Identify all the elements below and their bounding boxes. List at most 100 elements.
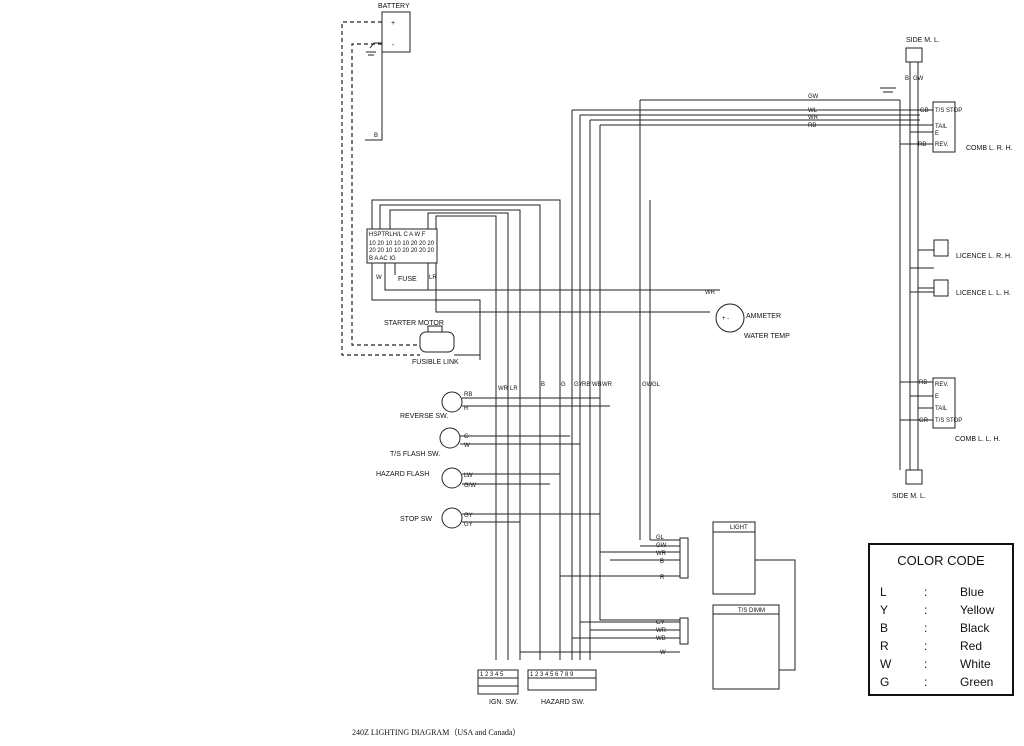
color-code-row: W : White [880,657,991,671]
starter-motor: STARTER MOTOR FUSIBLE LINK [384,320,470,366]
svg-text:WR: WR [808,115,819,121]
svg-text:GL: GL [652,382,661,388]
battery-minus-label: - [392,42,395,49]
svg-text:+ -: + - [722,316,729,322]
svg-text:TAIL: TAIL [935,124,948,130]
stop-switch: STOP SW GY GY [400,507,680,621]
licence-lh-label: LICENCE L. L. H. [956,290,1011,297]
battery: BATTERY + - [366,3,411,56]
light-switch-connector: LIGHT [679,521,756,595]
reverse-switch: REVERSE SW. RB R [400,391,610,420]
battery-cable [341,21,420,356]
ign-switch: 1 2 3 4 5 IGN. SW. [477,669,519,706]
svg-text:REV.: REV. [935,142,949,148]
licence-lamp-lh: LICENCE L. L. H. [933,279,1011,297]
svg-text:GB: GB [920,108,929,114]
color-code-row: B : Black [880,621,990,635]
svg-text:G: G [464,434,469,440]
svg-text:GR: GR [919,418,929,424]
svg-text:TAIL: TAIL [935,406,948,412]
color-code-row: G : Green [880,675,994,689]
color-code-row: L : Blue [880,585,985,599]
svg-text:B: B [541,382,545,388]
comb-rh-label: COMB L. R. H. [966,145,1013,152]
svg-text:G/W: G/W [464,483,476,489]
svg-text:B: B [660,559,664,565]
ammeter-label: AMMETER [746,313,781,320]
battery-plus-label: + [391,20,395,27]
svg-text:W: W [464,443,470,449]
licence-rh-label: LICENCE L. R. H. [956,253,1012,260]
svg-text:GW: GW [656,543,667,549]
svg-text:GW: GW [808,94,819,100]
starter-label-1: STARTER MOTOR [384,320,444,327]
svg-text:W: W [660,650,666,656]
svg-text:LR: LR [429,275,437,281]
color-code-title: COLOR CODE [897,553,985,568]
stop-sw-label: STOP SW [400,516,432,523]
svg-text:WR: WR [602,382,613,388]
side-ml-bottom-label: SIDE M. L. [892,493,926,500]
hazard-flash-label: HAZARD FLASH [376,471,429,478]
fuse-block: HSPTRLH/L C A W F 10 20 10 10 10 20 20 2… [366,228,438,283]
fuse-ratings-2: 20 20 10 10 20 20 20 20 [369,248,435,254]
svg-text:LR: LR [510,386,518,392]
ts-flash-label: T/S FLASH SW. [390,451,440,458]
svg-text:WR: WR [498,386,509,392]
svg-text:RB: RB [582,382,590,388]
fusible-link-label: FUSIBLE LINK [412,359,459,366]
svg-text:RB: RB [919,380,927,386]
side-marker-top: SIDE M. L. [905,37,940,63]
svg-text:GY: GY [464,522,473,528]
svg-text:GW: GW [642,382,653,388]
svg-text:WB: WB [592,382,602,388]
ts-dimm-label: T/S DIMM [738,608,765,614]
fuse-label: FUSE [398,276,417,283]
ign-sw-label: IGN. SW. [489,699,518,706]
svg-text:GW: GW [913,76,924,82]
svg-text:R: R [660,575,665,581]
svg-text:RB: RB [808,123,816,129]
hazard-sw-label: HAZARD SW. [541,699,585,706]
comb-lamp-rh: T/S STOP TAIL E REV. COMB L. R. H. [932,101,1013,153]
diagram-caption: 240Z LIGHTING DIAGRAM（USA and Canada） [352,728,521,737]
color-code-legend: COLOR CODE L : Blue Y : Yellow B : Black… [868,543,1014,696]
water-temp-label: WATER TEMP [744,333,790,340]
svg-text:E: E [935,394,939,400]
svg-text:WR: WR [656,628,667,634]
svg-text:GY: GY [464,513,473,519]
fuse-ratings-1: 10 20 10 10 10 20 20 20 [369,241,435,247]
svg-text:R: R [464,406,469,412]
svg-text:LW: LW [464,473,473,479]
svg-text:T/S STOP: T/S STOP [935,418,962,424]
svg-text:RB: RB [918,142,926,148]
svg-text:G: G [561,382,566,388]
comb-lh-label: COMB L. L. H. [955,436,1001,443]
svg-text:W: W [376,275,382,281]
svg-text:1 2 3 4 5 6 7 8 9: 1 2 3 4 5 6 7 8 9 [530,672,574,678]
ammeter-gauge: + - AMMETER WATER TEMP [715,303,790,340]
svg-text:RB: RB [464,392,472,398]
ts-flash-switch: T/S FLASH SW. G W [390,427,580,458]
comb-lamp-lh: REV. E TAIL T/S STOP COMB L. L. H. [932,377,1001,443]
hazard-switch: 1 2 3 4 5 6 7 8 9 HAZARD SW. [527,669,597,706]
svg-text:GY: GY [656,620,665,626]
svg-text:WB: WB [656,636,666,642]
fuse-top-codes: HSPTRLH/L C A W F [369,232,426,238]
svg-text:1 2 3 4 5: 1 2 3 4 5 [480,672,504,678]
svg-text:T/S STOP: T/S STOP [935,108,962,114]
ts-dimm-connector: T/S DIMM [679,604,780,690]
fuse-bottom-codes: B A AC IG [369,256,396,262]
licence-lamp-rh: LICENCE L. R. H. [933,239,1012,260]
hazard-flash: HAZARD FLASH LW G/W [376,467,560,489]
reverse-sw-label: REVERSE SW. [400,413,448,420]
svg-text:GL: GL [656,535,665,541]
side-marker-bottom: SIDE M. L. [892,469,926,500]
svg-text:GY: GY [574,382,583,388]
light-label: LIGHT [730,525,748,531]
svg-text:WR: WR [656,551,667,557]
svg-text:E: E [935,131,939,137]
svg-text:B: B [374,133,378,139]
side-ml-top-label: SIDE M. L. [906,37,940,44]
